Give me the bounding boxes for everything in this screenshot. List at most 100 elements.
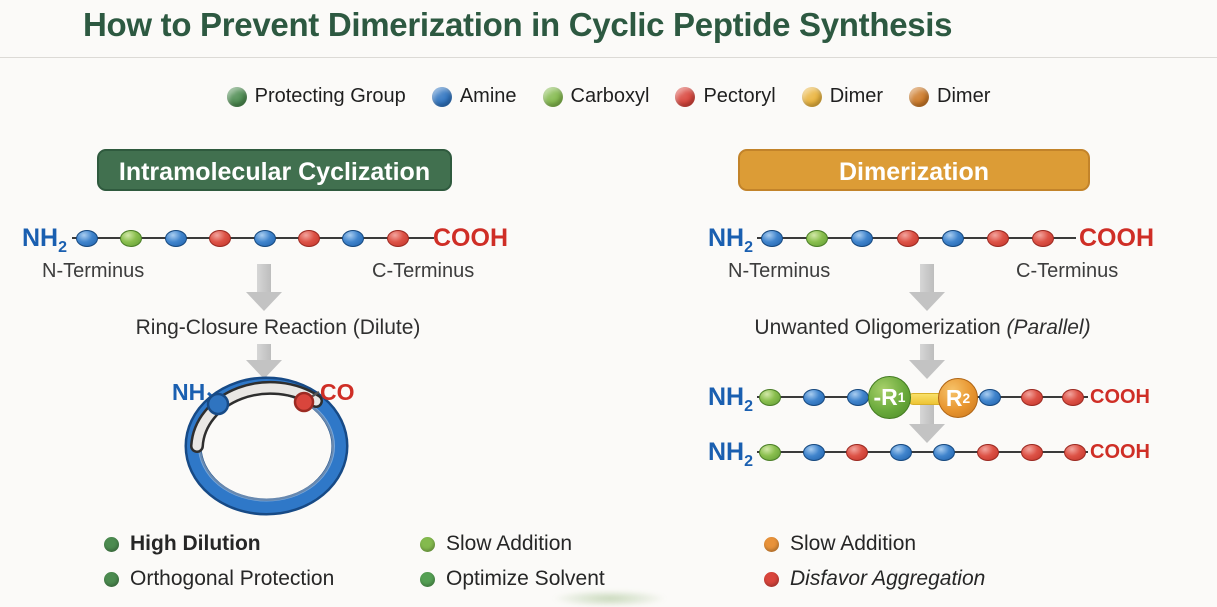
amine-node (206, 392, 230, 416)
bead-red (896, 229, 919, 247)
bead-red (1064, 443, 1087, 461)
left-step-label: Ring-Closure Reaction (Dilute) (135, 316, 421, 339)
bullet-label: Disfavor Aggregation (790, 567, 986, 590)
right-section-header: Dimerization (738, 149, 1090, 191)
bead-red (209, 229, 232, 247)
down-arrow-icon (909, 360, 945, 379)
bead-red (1062, 388, 1084, 406)
bullet-item: Slow Addition (420, 531, 572, 557)
bead-blue (803, 388, 825, 406)
legend-item: Amine (431, 85, 517, 108)
ring-nh-label: NH (172, 379, 206, 405)
cooh-label-dimer2: COOH (1090, 441, 1150, 463)
bead-blue (851, 229, 874, 247)
bead-red (977, 443, 999, 461)
cooh-label-dimer1: COOH (1090, 386, 1150, 408)
ring-co-label: CO (320, 379, 355, 405)
bullet-item: Slow Addition (764, 531, 916, 557)
bead-green (759, 388, 781, 406)
dimer2-chain-line (757, 451, 1088, 453)
bullet-label: Optimize Solvent (446, 567, 605, 590)
legend-label: Dimer (829, 85, 884, 107)
legend-dot-icon (431, 86, 452, 107)
watermark-smudge (552, 590, 667, 607)
c-terminus-label-right: C-Terminus (1016, 260, 1119, 282)
legend-item: Dimer (909, 85, 990, 108)
bead-blue (761, 229, 783, 247)
bead-red (1020, 388, 1043, 406)
down-arrow-icon (909, 292, 945, 311)
down-arrow-icon (920, 400, 934, 424)
legend-item: Pectoryl (675, 85, 776, 108)
legend-label: Pectoryl (703, 85, 776, 107)
legend-dot-icon (801, 86, 822, 107)
bead-red (386, 229, 409, 247)
nh2-label-right-chain: NH2 (708, 224, 754, 256)
legend-dot-icon (909, 86, 930, 107)
bullet-label: High Dilution (130, 532, 261, 555)
legend-label: Amine (459, 85, 517, 107)
bead-blue (889, 443, 912, 461)
bullet-dot-icon (420, 536, 435, 552)
bead-red (846, 443, 869, 461)
legend-item: Protecting Group (226, 85, 406, 108)
left-chain-line (72, 237, 434, 239)
bead-blue (933, 443, 956, 461)
bead-blue (802, 443, 825, 461)
legend: Protecting Group Amine Carboxyl Pectoryl Dim… (0, 85, 1217, 108)
n-terminus-label-right: N-Terminus (728, 260, 831, 282)
bullet-item: Orthogonal Protection (104, 566, 334, 592)
title-divider (0, 57, 1217, 58)
bead-blue (253, 229, 276, 247)
bullet-item: Optimize Solvent (420, 566, 605, 592)
bead-blue (342, 229, 365, 247)
bead-blue (847, 388, 869, 406)
legend-dot-icon (675, 86, 696, 107)
bead-green (759, 443, 781, 461)
bead-red (298, 229, 320, 247)
bullet-dot-icon (420, 571, 435, 587)
page-title: How to Prevent Dimerization in Cyclic Pe… (83, 6, 953, 43)
down-arrow-icon (257, 344, 271, 360)
bullet-dot-icon (104, 571, 119, 587)
bullet-label: Slow Addition (446, 532, 573, 555)
bullet-dot-icon (104, 536, 119, 552)
legend-item: Dimer (801, 85, 884, 108)
n-terminus-label-left: N-Terminus (42, 260, 145, 282)
legend-dot-icon (226, 86, 247, 107)
legend-item: Carboxyl (542, 85, 650, 108)
bead-red (987, 229, 1009, 247)
right-step-label: Unwanted Oligomerization (Parallel) (754, 316, 1091, 339)
bullet-item: High Dilution (104, 531, 261, 557)
nh2-label-dimer1: NH2 (708, 383, 754, 415)
legend-label: Protecting Group (254, 85, 406, 107)
carboxyl-node (293, 391, 315, 413)
bullet-label: Orthogonal Protection (130, 567, 335, 590)
legend-label: Dimer (937, 85, 991, 107)
bead-green (120, 229, 143, 247)
down-arrow-icon (257, 264, 271, 292)
legend-label: Carboxyl (570, 85, 650, 107)
c-terminus-label-left: C-Terminus (372, 260, 475, 282)
bead-blue (941, 229, 964, 247)
left-section-header: Intramolecular Cyclization (97, 149, 452, 191)
down-arrow-icon (920, 344, 934, 360)
down-arrow-icon (920, 264, 934, 292)
bead-blue (164, 229, 187, 247)
bullet-dot-icon (764, 571, 779, 587)
cooh-label-right-chain: COOH (1079, 224, 1154, 252)
bead-green (806, 229, 829, 247)
down-arrow-icon (246, 292, 282, 311)
down-arrow-icon (909, 424, 945, 443)
cyclic-peptide-ring (184, 376, 349, 516)
bead-blue (979, 388, 1001, 406)
bullet-label: Slow Addition (790, 532, 917, 555)
nh2-label-dimer2: NH2 (708, 438, 754, 470)
bullet-dot-icon (764, 536, 779, 552)
nh2-label-left-chain: NH2 (22, 224, 68, 256)
bead-blue (76, 229, 98, 247)
down-arrow-icon (246, 360, 282, 379)
